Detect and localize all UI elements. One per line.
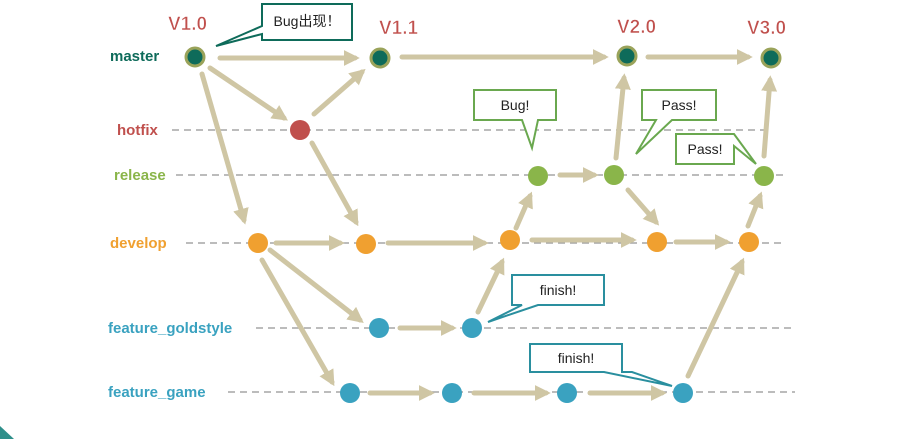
callout-bug: Bug! — [473, 89, 557, 152]
corner-decoration — [0, 426, 14, 439]
arrow-develop-to-goldstyle — [267, 247, 364, 323]
version-label-v30: V3.0 — [747, 18, 786, 39]
arrow-develop-to-release — [513, 191, 533, 231]
feature-goldstyle-node-2 — [462, 318, 482, 338]
arrow-master-to-hotfix — [207, 65, 288, 121]
feature-goldstyle-node-1 — [369, 318, 389, 338]
callout-pass-1-text: Pass! — [661, 97, 696, 113]
feature-goldstyle-nodes — [369, 318, 482, 338]
arrow-game-to-develop — [685, 257, 745, 379]
callout-finish-2: finish! — [529, 343, 673, 387]
develop-node-2 — [356, 234, 376, 254]
arrow-release-to-master-2 — [761, 75, 778, 159]
feature-game-node-2 — [442, 383, 462, 403]
callout-finish-1: finish! — [487, 274, 605, 323]
flow-arrows — [199, 48, 778, 402]
develop-node-3 — [500, 230, 520, 250]
arrow-develop-to-game — [259, 257, 335, 387]
develop-nodes — [248, 230, 759, 254]
arrow-hotfix-to-master — [311, 68, 366, 117]
callout-bug-found-text: Bug出现！ — [274, 13, 341, 29]
lane-label-release: release — [114, 167, 166, 184]
develop-node-4 — [647, 232, 667, 252]
version-label-v20: V2.0 — [617, 17, 656, 38]
lane-label-master: master — [110, 48, 159, 65]
release-node-3 — [754, 166, 774, 186]
master-node-v10 — [184, 46, 206, 68]
callout-pass-1: Pass! — [635, 89, 717, 155]
release-node-2 — [604, 165, 624, 185]
version-label-v11: V1.1 — [379, 18, 419, 39]
master-nodes — [184, 45, 782, 69]
callout-pass-2-text: Pass! — [687, 141, 722, 157]
lane-label-feature-game: feature_game — [108, 384, 206, 401]
master-node-v20 — [616, 45, 638, 67]
master-node-v30 — [760, 47, 782, 69]
callout-finish-1-text: finish! — [540, 282, 577, 298]
master-node-v11 — [369, 47, 391, 69]
arrow-hotfix-to-develop — [309, 140, 359, 227]
arrow-goldstyle-to-develop — [475, 257, 505, 315]
release-node-1 — [528, 166, 548, 186]
arrow-master-to-develop — [199, 71, 249, 225]
callout-bug-text: Bug! — [501, 97, 530, 113]
arrow-release-to-master — [613, 73, 631, 161]
callout-pass-2: Pass! — [675, 133, 757, 165]
lane-label-develop: develop — [110, 235, 167, 252]
lane-labels: master hotfix release develop feature_go… — [108, 48, 232, 401]
feature-game-node-3 — [557, 383, 577, 403]
release-nodes — [528, 165, 774, 186]
version-labels: V1.0 V1.1 V2.0 V3.0 — [168, 14, 787, 40]
arrow-release-to-develop — [625, 187, 660, 226]
lane-label-hotfix: hotfix — [117, 122, 158, 139]
feature-game-nodes — [340, 383, 693, 403]
lane-label-feature-goldstyle: feature_goldstyle — [108, 320, 232, 337]
hotfix-node — [290, 120, 310, 140]
develop-node-5 — [739, 232, 759, 252]
develop-node-1 — [248, 233, 268, 253]
callout-bug-found: Bug出现！ — [215, 3, 353, 47]
feature-game-node-4 — [673, 383, 693, 403]
version-label-v10: V1.0 — [168, 14, 207, 35]
callout-finish-2-text: finish! — [558, 350, 595, 366]
feature-game-node-1 — [340, 383, 360, 403]
arrow-develop-to-release-2 — [745, 191, 764, 229]
